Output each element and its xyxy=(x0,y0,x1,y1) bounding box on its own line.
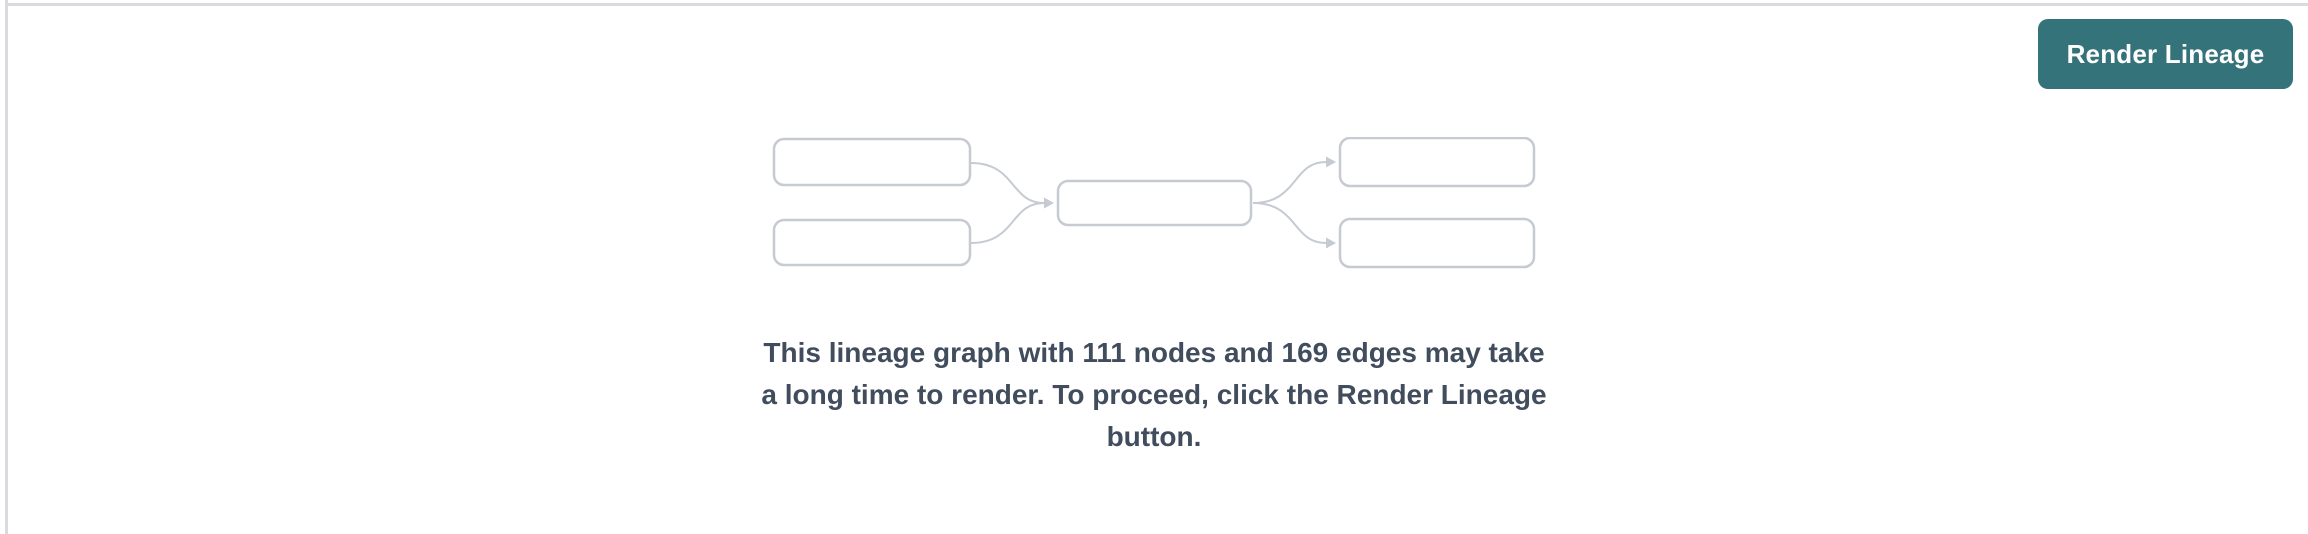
graph-edge xyxy=(1252,202,1327,244)
graph-node-box xyxy=(1056,179,1253,227)
arrowhead-icon xyxy=(1326,156,1336,168)
panel-top-border xyxy=(8,3,2308,6)
graph-edge xyxy=(970,162,1045,204)
graph-node-box xyxy=(1338,137,1536,188)
graph-node-box xyxy=(1338,217,1536,269)
render-lineage-button[interactable]: Render Lineage xyxy=(2038,19,2293,89)
arrowhead-icon xyxy=(1326,237,1336,249)
message-line: a long time to render. To proceed, click… xyxy=(761,379,1547,410)
message-line: This lineage graph with 111 nodes and 16… xyxy=(763,337,1545,368)
render-warning-message: This lineage graph with 111 nodes and 16… xyxy=(744,332,1564,458)
arrowhead-icon xyxy=(1044,197,1054,209)
panel-left-border xyxy=(5,0,8,534)
graph-edge xyxy=(970,202,1045,244)
lineage-placeholder-graphic xyxy=(772,137,1536,269)
graph-node-box xyxy=(772,137,972,187)
graph-node-box xyxy=(772,218,972,267)
graph-edge xyxy=(1252,161,1327,204)
message-line: button. xyxy=(1106,421,1202,452)
